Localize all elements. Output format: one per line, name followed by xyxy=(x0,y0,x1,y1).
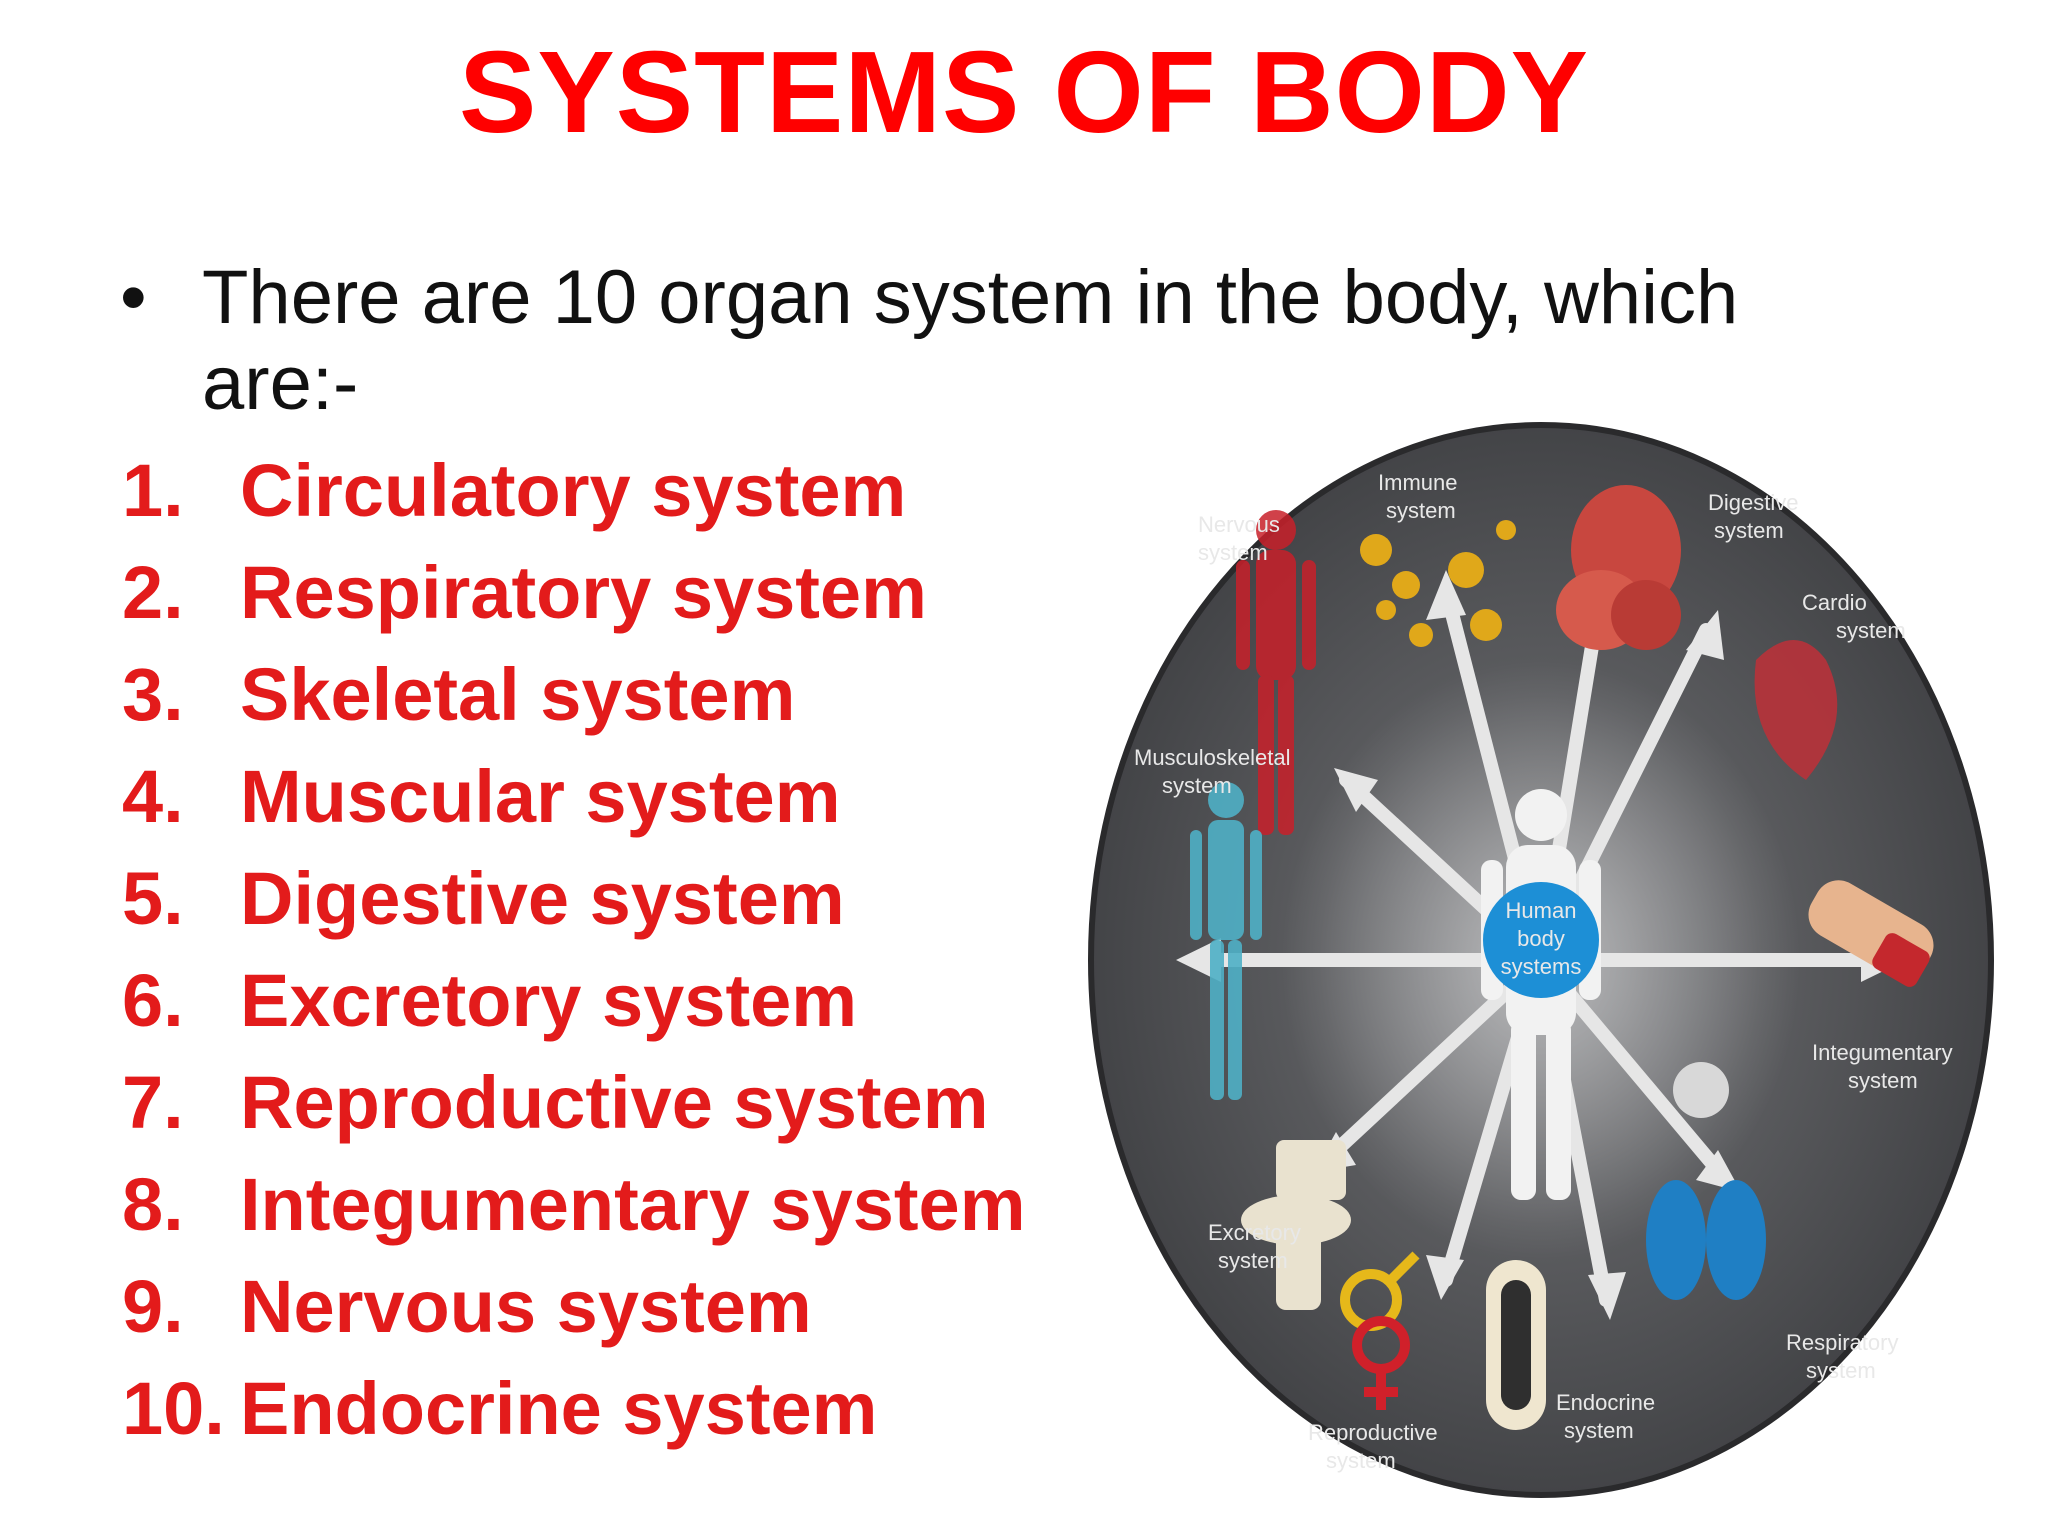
item-number: 3. xyxy=(122,653,184,736)
list-item: 7. Reproductive system xyxy=(122,1052,1122,1154)
item-number: 2. xyxy=(122,551,184,634)
body-systems-svg: Human body systems Immune system Digesti… xyxy=(1088,422,1994,1498)
intestine-icon xyxy=(1556,485,1681,650)
toilet-icon xyxy=(1241,1140,1351,1310)
lungs-icon xyxy=(1646,1062,1766,1300)
item-label: Nervous system xyxy=(240,1265,812,1348)
immune-cells-icon xyxy=(1360,520,1516,647)
integumentary-label-1: Integumentary xyxy=(1812,1040,1953,1065)
item-number: 9. xyxy=(122,1265,184,1348)
heart-icon xyxy=(1754,640,1838,780)
skin-icon xyxy=(1808,880,1934,987)
skeleton-icon xyxy=(1190,782,1262,1100)
gender-symbols-icon xyxy=(1340,1251,1420,1410)
bullet-symbol: • xyxy=(120,255,147,340)
immune-label-2: system xyxy=(1386,498,1456,523)
center-label-2: body xyxy=(1517,926,1565,951)
nervous-label-1: Nervous xyxy=(1198,512,1280,537)
item-number: 1. xyxy=(122,449,184,532)
digestive-label-2: system xyxy=(1714,518,1784,543)
musculoskeletal-label-2: system xyxy=(1162,773,1232,798)
item-number: 10. xyxy=(122,1367,225,1450)
list-item: 3. Skeletal system xyxy=(122,644,1122,746)
item-label: Integumentary system xyxy=(240,1163,1026,1246)
list-item: 4. Muscular system xyxy=(122,746,1122,848)
list-item: 5. Digestive system xyxy=(122,848,1122,950)
digestive-label-1: Digestive xyxy=(1708,490,1798,515)
item-number: 8. xyxy=(122,1163,184,1246)
item-label: Muscular system xyxy=(240,755,841,838)
musculoskeletal-label-1: Musculoskeletal xyxy=(1134,745,1291,770)
intro-text: There are 10 organ system in the body, w… xyxy=(202,255,1739,426)
item-label: Excretory system xyxy=(240,959,858,1042)
respiratory-label-2: system xyxy=(1806,1358,1876,1383)
endocrine-label-1: Endocrine xyxy=(1556,1390,1655,1415)
list-item: 6. Excretory system xyxy=(122,950,1122,1052)
nervous-figure-icon xyxy=(1236,510,1316,835)
item-label: Digestive system xyxy=(240,857,845,940)
center-label-3: systems xyxy=(1501,954,1582,979)
item-label: Respiratory system xyxy=(240,551,927,634)
slide-title: SYSTEMS OF BODY xyxy=(458,27,1590,157)
list-item: 9. Nervous system xyxy=(122,1256,1122,1358)
endocrine-label-2: system xyxy=(1564,1418,1634,1443)
excretory-label-2: system xyxy=(1218,1248,1288,1273)
item-label: Skeletal system xyxy=(240,653,796,736)
center-badge xyxy=(1483,882,1599,998)
reproductive-label-2: system xyxy=(1326,1448,1396,1473)
item-number: 5. xyxy=(122,857,184,940)
excretory-label-1: Excretory xyxy=(1208,1220,1301,1245)
systems-list: 1. Circulatory system 2. Respiratory syste… xyxy=(122,440,1122,1460)
item-label: Circulatory system xyxy=(240,449,907,532)
item-number: 6. xyxy=(122,959,184,1042)
cardio-label-2: system xyxy=(1836,618,1906,643)
item-label: Reproductive system xyxy=(240,1061,989,1144)
endocrine-gland-icon xyxy=(1486,1260,1546,1430)
list-item: 10.Endocrine system xyxy=(122,1358,1122,1460)
list-item: 2. Respiratory system xyxy=(122,542,1122,644)
item-number: 7. xyxy=(122,1061,184,1144)
respiratory-label-1: Respiratory xyxy=(1786,1330,1898,1355)
item-number: 4. xyxy=(122,755,184,838)
immune-label-1: Immune xyxy=(1378,470,1457,495)
item-label: Endocrine system xyxy=(240,1367,878,1450)
list-item: 8. Integumentary system xyxy=(122,1154,1122,1256)
reproductive-label-1: Reproductive xyxy=(1308,1420,1438,1445)
body-systems-diagram: Human body systems Immune system Digesti… xyxy=(1086,420,1996,1500)
nervous-label-2: system xyxy=(1198,540,1268,565)
integumentary-label-2: system xyxy=(1848,1068,1918,1093)
cardio-label-1: Cardio xyxy=(1802,590,1867,615)
center-label-1: Human xyxy=(1506,898,1577,923)
list-item: 1. Circulatory system xyxy=(122,440,1122,542)
